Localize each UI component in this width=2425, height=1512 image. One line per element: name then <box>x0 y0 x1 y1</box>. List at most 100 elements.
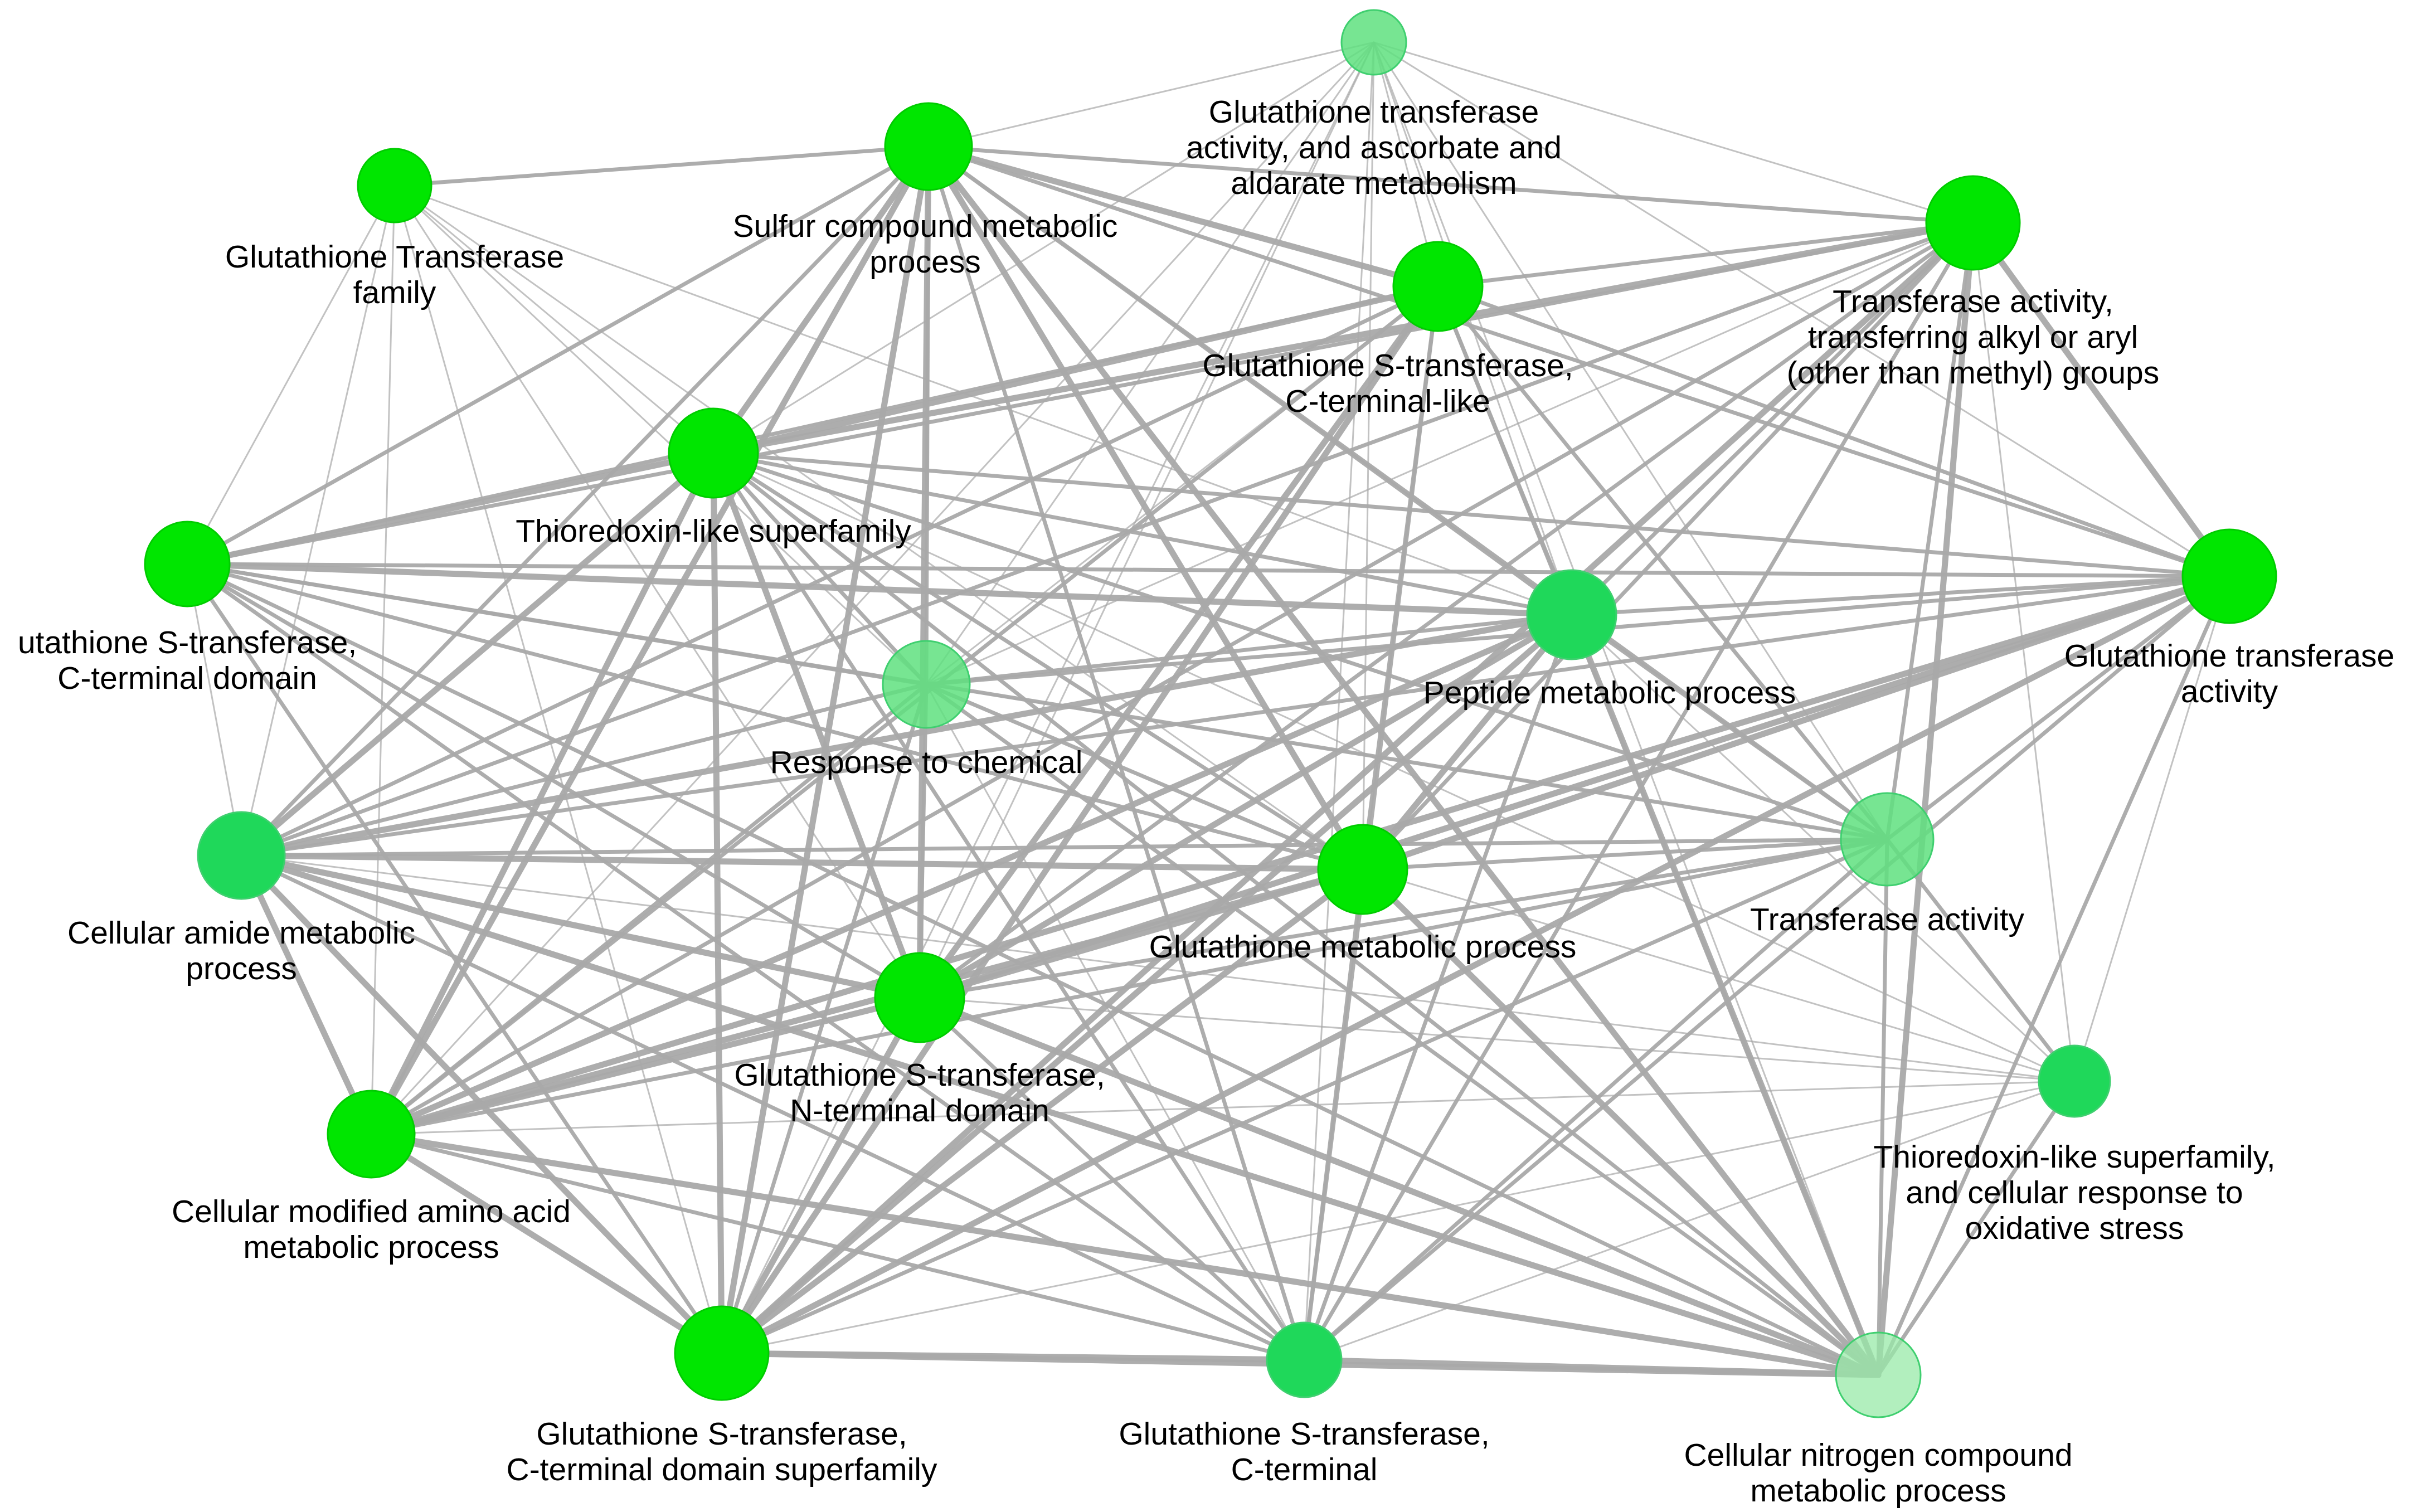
label-gst-cterm-like: Glutathione S-transferase,C-terminal-lik… <box>1202 348 1573 419</box>
edge-gst-family-gst-cterm-superfamily <box>393 184 723 1354</box>
edge-thioredoxin-cellular-amide <box>238 450 717 859</box>
edge-thioredoxin-peptide <box>711 451 1574 617</box>
node-gst-cterm-domain[interactable] <box>144 521 231 607</box>
label-line: Glutathione transferase <box>2064 638 2395 674</box>
edge-gst-ascorbate-sulfur <box>927 41 1375 148</box>
label-line: activity <box>2181 674 2278 709</box>
edge-gst-family-response-chemical <box>393 184 927 685</box>
node-gst-activity[interactable] <box>2181 528 2277 624</box>
node-gst-cterm-superfamily[interactable] <box>674 1305 770 1401</box>
node-gst-family[interactable] <box>357 148 432 223</box>
node-gst-ascorbate[interactable] <box>1340 9 1407 76</box>
label-transferase-alkyl: Transferase activity,transferring alkyl … <box>1787 284 2160 391</box>
label-thioredoxin-oxidative: Thioredoxin-like superfamily,and cellula… <box>1873 1139 2275 1246</box>
edge-gst-family-cellular-amide <box>240 184 396 857</box>
label-line: family <box>353 275 436 310</box>
edge-transferase-activity-nitrogen <box>1876 837 1889 1377</box>
label-line: Glutathione S-transferase, <box>1202 348 1573 383</box>
edge-gst-ascorbate-gst-activity <box>1373 41 2230 577</box>
edge-gst-activity-gst-cterm-superfamily <box>718 573 2233 1357</box>
node-thioredoxin-oxidative[interactable] <box>2038 1044 2111 1118</box>
label-line: metabolic process <box>1750 1473 2006 1509</box>
edge-transferase-alkyl-response-chemical <box>925 222 1974 685</box>
node-response-chemical[interactable] <box>882 640 971 729</box>
label-line: C-terminal-like <box>1285 383 1490 419</box>
node-nitrogen[interactable] <box>1835 1331 1922 1418</box>
label-line: C-terminal <box>1231 1452 1378 1487</box>
node-gst-nterm[interactable] <box>874 952 965 1043</box>
label-response-chemical: Response to chemical <box>770 745 1083 780</box>
edge-gst-nterm-gst-cterm-superfamily <box>718 994 923 1357</box>
edge-gst-family-gst-cterm-domain <box>186 184 396 565</box>
label-line: aldarate metabolism <box>1231 166 1517 201</box>
edge-transferase-alkyl-nitrogen <box>1875 220 1976 1378</box>
label-line: Transferase activity <box>1750 902 2025 937</box>
edge-sulfur-transferase-alkyl <box>926 144 1975 225</box>
edge-modified-amino-acid-gst-cterm-superfamily <box>368 1131 725 1357</box>
edge-gst-nterm-gst-cterm <box>917 995 1306 1362</box>
edge-transferase-activity-gst-cterm <box>1302 837 1889 1362</box>
node-peptide[interactable] <box>1526 569 1617 660</box>
edge-gst-nterm-nitrogen <box>916 994 1882 1378</box>
edge-gst-cterm-domain-glutathione-metabolic <box>185 562 1365 872</box>
label-gst-cterm-domain: utathione S-transferase,C-terminal domai… <box>18 625 357 696</box>
label-line: oxidative stress <box>1965 1210 2184 1246</box>
edge-gst-family-glutathione-metabolic <box>393 184 1364 871</box>
label-gst-cterm-superfamily: Glutathione S-transferase,C-terminal dom… <box>507 1416 937 1487</box>
label-line: Glutathione S-transferase, <box>1119 1416 1489 1452</box>
label-line: activity, and ascorbate and <box>1186 130 1562 166</box>
edge-peptide-gst-activity <box>1569 574 2232 617</box>
edge-cellular-amide-thioredoxin-oxidative <box>240 854 2076 1082</box>
label-line: Sulfur compound metabolic <box>733 208 1118 244</box>
node-modified-amino-acid[interactable] <box>327 1090 416 1179</box>
edge-transferase-alkyl-gst-activity <box>1970 220 2233 580</box>
node-sulfur[interactable] <box>884 102 973 191</box>
node-cellular-amide[interactable] <box>197 811 286 900</box>
node-thioredoxin[interactable] <box>668 407 759 499</box>
edge-gst-activity-nitrogen <box>1876 574 2232 1377</box>
label-line: Cellular nitrogen compound <box>1684 1437 2072 1473</box>
edge-gst-cterm-nitrogen <box>1301 1357 1882 1378</box>
label-thioredoxin: Thioredoxin-like superfamily <box>516 513 911 549</box>
edge-response-chemical-peptide <box>924 612 1574 687</box>
edge-response-chemical-cellular-amide <box>239 682 929 858</box>
edge-response-chemical-gst-nterm <box>917 682 929 1000</box>
node-transferase-activity[interactable] <box>1840 792 1935 887</box>
edge-modified-amino-acid-gst-cterm <box>369 1132 1306 1362</box>
edge-cellular-amide-modified-amino-acid <box>238 852 375 1137</box>
node-transferase-alkyl[interactable] <box>1925 175 2021 271</box>
edge-gst-activity-gst-cterm <box>1302 574 2232 1362</box>
label-line: Cellular modified amino acid <box>172 1194 571 1229</box>
edge-gst-ascorbate-glutathione-metabolic <box>1362 41 1375 871</box>
edge-sulfur-glutathione-metabolic <box>925 143 1366 873</box>
edge-response-chemical-modified-amino-acid <box>369 682 929 1136</box>
edge-transferase-alkyl-cellular-amide <box>239 221 1975 858</box>
edge-gst-cterm-domain-nitrogen <box>185 562 1880 1377</box>
label-line: Thioredoxin-like superfamily, <box>1873 1139 2275 1175</box>
edge-gst-cterm-domain-gst-activity <box>185 562 2232 578</box>
label-peptide: Peptide metabolic process <box>1423 675 1796 711</box>
edge-gst-cterm-like-gst-cterm-superfamily <box>718 283 1441 1357</box>
edge-peptide-nitrogen <box>1568 611 1882 1378</box>
edge-transferase-alkyl-glutathione-metabolic <box>1360 221 1975 872</box>
edge-cellular-amide-nitrogen <box>238 852 1882 1378</box>
edge-gst-activity-cellular-amide <box>239 574 2232 858</box>
edge-transferase-activity-gst-nterm <box>917 837 1889 1000</box>
edge-thioredoxin-gst-cterm-superfamily <box>710 450 725 1357</box>
node-gst-cterm[interactable] <box>1266 1321 1343 1398</box>
edge-peptide-modified-amino-acid <box>368 611 1575 1137</box>
edge-gst-cterm-domain-peptide <box>184 561 1575 618</box>
label-line: (other than methyl) groups <box>1787 355 2160 391</box>
edge-response-chemical-glutathione-metabolic <box>924 682 1365 872</box>
label-line: Glutathione S-transferase, <box>734 1057 1105 1093</box>
label-line: Cellular amide metabolic <box>67 915 415 951</box>
edge-thioredoxin-oxidative-nitrogen <box>1876 1079 2077 1377</box>
edge-gst-cterm-like-gst-nterm <box>916 283 1441 1001</box>
node-gst-cterm-like[interactable] <box>1392 241 1484 332</box>
edge-thioredoxin-oxidative-gst-cterm <box>1303 1080 2076 1361</box>
edge-response-chemical-gst-cterm <box>925 683 1305 1361</box>
node-glutathione-metabolic[interactable] <box>1317 824 1408 915</box>
